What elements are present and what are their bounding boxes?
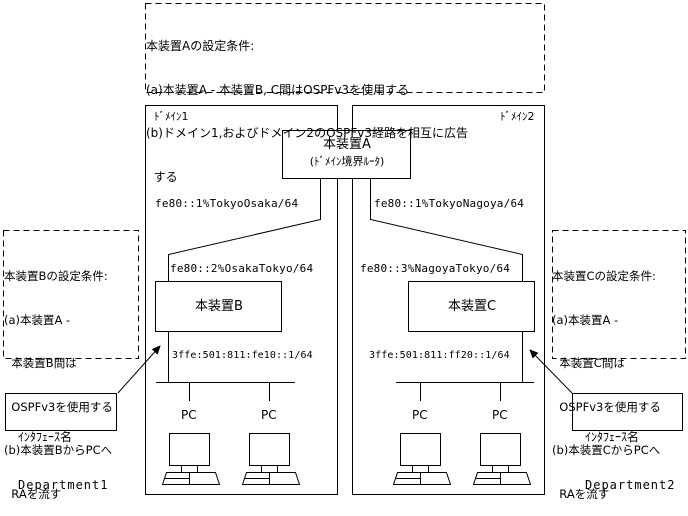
keyboard-icon [241,472,301,485]
monitor-icon [480,433,521,466]
config-a-line-b1: (b)ドメイン1,およびドメイン2のOSPFv3経路を相互に広告 [146,126,469,140]
pc-3-icon [392,433,452,485]
config-b-line: (b)本装置BからPCへ [4,443,113,457]
router-a-box [282,130,411,179]
config-b-line: (a)本装置A - [4,312,71,327]
domain1-label: ﾄﾞﾒｲﾝ1 [154,110,189,123]
keyboard-icon [392,472,452,485]
domain1-box [145,105,338,495]
domain2-label: ﾄﾞﾒｲﾝ2 [500,110,535,123]
link-a-c [370,178,523,281]
router-a-role: (ﾄﾞﾒｲﾝ境界ﾙｰﾀ) [309,155,385,168]
callout-1-text: ｲﾝﾀﾌｪｰｽ名 Department1 [18,397,108,509]
config-b-line: RAを流す [4,486,62,501]
network-diagram [3,3,686,495]
callout-1-line1: ｲﾝﾀﾌｪｰｽ名 [18,430,73,444]
monitor-icon [249,433,290,466]
config-c-text: 本装置Cの設定条件: (a)本装置A - 本装置C間は OSPFv3を使用する … [552,240,661,516]
config-b-line: OSPFv3を使用する [4,399,113,414]
router-c-if-up: fe80::3%NagoyaTokyo/64 [360,262,511,275]
router-c-if-down: 3ffe:501:811:ff20::1/64 [369,350,510,361]
callout-2-line2: Department2 [585,478,676,492]
config-c-line: (a)本装置A - [552,312,619,327]
keyboard-icon [161,472,221,485]
router-c-name: 本装置C [447,299,497,314]
pc-2-icon [241,433,301,485]
callout-2-arrow [529,349,573,394]
pc-3-label: PC [412,408,428,422]
domain2-box [352,105,545,495]
config-a-line-b2: する [146,169,178,184]
config-c-line: 本装置C間は [552,356,625,370]
config-c-line: (b)本装置CからPCへ [552,443,661,457]
config-b-line: 本装置B間は [4,356,77,370]
monitor-icon [169,433,210,466]
keyboard-icon [472,472,532,485]
config-a-title: 本装置Aの設定条件: [146,39,255,53]
config-b-text: 本装置Bの設定条件: (a)本装置A - 本装置B間は OSPFv3を使用する … [4,240,113,516]
pc-1-icon [161,433,221,485]
callout-1-arrow [117,345,161,394]
pc-4-label: PC [492,408,508,422]
pc-1-label: PC [181,408,197,422]
monitor-icon [400,433,441,466]
pc-2-label: PC [261,408,277,422]
router-c-box [408,281,535,332]
link-a-b [168,178,321,281]
router-a-label: 本装置A (ﾄﾞﾒｲﾝ境界ﾙｰﾀ) [283,136,411,170]
config-c-line: RAを流す [552,486,610,501]
router-b-if-up: fe80::2%OsakaTokyo/64 [170,262,314,275]
config-c-title: 本装置Cの設定条件: [552,269,656,283]
callout-2-box [572,393,683,431]
router-a-if-left: fe80::1%TokyoOsaka/64 [155,197,299,210]
router-b-box [155,281,282,332]
router-a-name: 本装置A [323,137,371,152]
router-a-if-right: fe80::1%TokyoNagoya/64 [374,197,525,210]
config-b-title: 本装置Bの設定条件: [4,269,108,283]
callout-2-line1: ｲﾝﾀﾌｪｰｽ名 [585,430,640,444]
config-b-box [3,230,139,359]
callout-1-line2: Department1 [18,478,109,492]
config-c-line: OSPFv3を使用する [552,399,661,414]
router-b-name: 本装置B [195,299,243,314]
router-b-if-down: 3ffe:501:811:fe10::1/64 [172,350,313,361]
callout-2-text: ｲﾝﾀﾌｪｰｽ名 Department2 [585,397,675,509]
callout-1-box [5,393,117,431]
config-a-box [145,3,545,93]
config-a-text: 本装置Aの設定条件: (a)本装置A - 本装置B, C間はOSPFv3を使用す… [146,10,468,199]
config-a-line-a: (a)本装置A - 本装置B, C間はOSPFv3を使用する [146,82,410,97]
pc-4-icon [472,433,532,485]
